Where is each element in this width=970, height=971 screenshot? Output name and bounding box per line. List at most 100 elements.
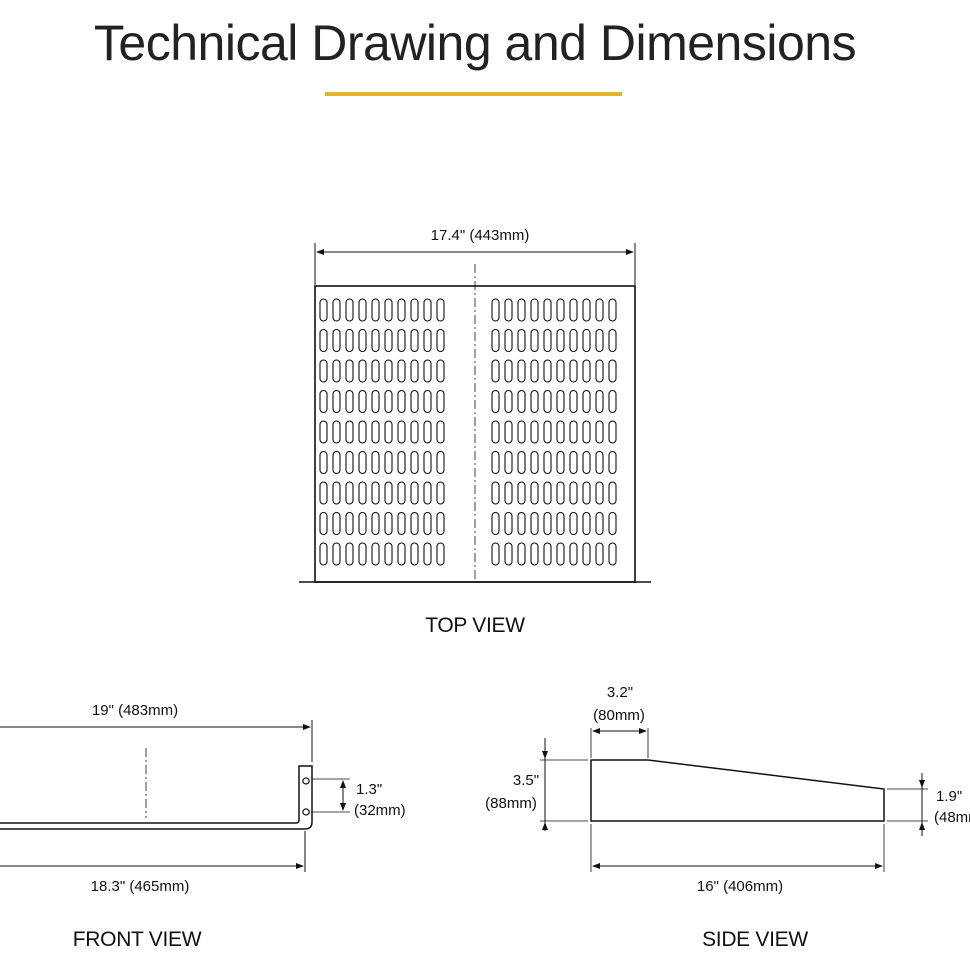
vent-slot — [491, 420, 500, 444]
vent-slot — [319, 450, 328, 475]
vent-slot — [517, 328, 526, 353]
vent-slot — [556, 542, 565, 566]
vent-slot — [371, 420, 380, 444]
vent-slot — [543, 450, 552, 475]
vent-slot — [595, 328, 604, 353]
vent-slot — [436, 511, 445, 536]
vent-slot — [423, 511, 432, 536]
vent-slot — [423, 420, 432, 444]
vent-slot — [345, 511, 354, 536]
vent-slot — [384, 359, 393, 383]
vent-slot — [319, 298, 328, 322]
vent-slot — [491, 542, 500, 566]
vent-slot — [410, 359, 419, 383]
vent-slot — [582, 389, 591, 414]
vent-slot — [332, 328, 341, 353]
vent-slot — [530, 359, 539, 383]
vent-slot — [397, 389, 406, 414]
vent-slot — [358, 359, 367, 383]
vent-slot — [543, 420, 552, 444]
vent-slot — [332, 511, 341, 536]
vent-slot — [504, 481, 513, 505]
vent-slot — [436, 450, 445, 475]
vent-slot — [569, 481, 578, 505]
vent-slot — [371, 542, 380, 566]
vent-slot — [410, 542, 419, 566]
vent-slot — [423, 542, 432, 566]
side-view-label: SIDE VIEW — [702, 928, 808, 951]
vent-slot — [345, 328, 354, 353]
vent-slot — [397, 511, 406, 536]
front-view-hole-spacing-in: 1.3" — [356, 781, 382, 798]
front-view — [0, 720, 350, 872]
vent-slot — [491, 481, 500, 505]
vent-slot — [556, 389, 565, 414]
vent-slot — [582, 359, 591, 383]
vent-slot — [504, 359, 513, 383]
vent-slot — [530, 389, 539, 414]
side-view-rear-height-mm: (48mm) — [934, 809, 970, 826]
vent-slot — [608, 511, 617, 536]
vent-slot — [319, 542, 328, 566]
vent-slot — [595, 542, 604, 566]
vent-slot — [543, 328, 552, 353]
side-view-front-height-mm: (88mm) — [485, 795, 537, 812]
vent-slot — [608, 328, 617, 353]
vent-slot — [556, 328, 565, 353]
vent-slot — [345, 389, 354, 414]
vent-slot — [332, 359, 341, 383]
vent-slot — [582, 542, 591, 566]
vent-slot — [517, 359, 526, 383]
vent-slot — [358, 389, 367, 414]
vent-slot — [530, 298, 539, 322]
vent-slot — [517, 481, 526, 505]
page-title: Technical Drawing and Dimensions — [93, 15, 857, 71]
vent-slot — [371, 328, 380, 353]
vent-slot — [491, 389, 500, 414]
vent-slot — [595, 511, 604, 536]
vent-slot — [371, 511, 380, 536]
vent-slot — [556, 359, 565, 383]
vent-slot — [608, 389, 617, 414]
vent-slot — [410, 511, 419, 536]
vent-slot — [556, 420, 565, 444]
vent-slot — [491, 298, 500, 322]
vent-slot — [345, 542, 354, 566]
top-view — [299, 243, 651, 583]
top-view-width-label: 17.4" (443mm) — [431, 227, 530, 244]
ventilation-slots — [319, 298, 617, 566]
vent-slot — [595, 298, 604, 322]
vent-slot — [556, 511, 565, 536]
vent-slot — [436, 359, 445, 383]
vent-slot — [569, 511, 578, 536]
vent-slot — [410, 481, 419, 505]
vent-slot — [569, 298, 578, 322]
vent-slot — [384, 481, 393, 505]
vent-slot — [384, 298, 393, 322]
side-view-lip-width-in: 3.2" — [607, 684, 633, 701]
side-view-front-height-in: 3.5" — [513, 772, 539, 789]
mount-hole-bottom — [302, 808, 310, 816]
vent-slot — [582, 420, 591, 444]
vent-slot — [332, 298, 341, 322]
vent-slot — [397, 542, 406, 566]
vent-slot — [608, 481, 617, 505]
vent-slot — [569, 359, 578, 383]
vent-slot — [517, 511, 526, 536]
vent-slot — [491, 328, 500, 353]
vent-slot — [384, 542, 393, 566]
vent-slot — [319, 359, 328, 383]
vent-slot — [556, 298, 565, 322]
vent-slot — [423, 389, 432, 414]
vent-slot — [530, 328, 539, 353]
vent-slot — [504, 328, 513, 353]
vent-slot — [384, 389, 393, 414]
vent-slot — [436, 542, 445, 566]
vent-slot — [358, 420, 367, 444]
vent-slot — [436, 481, 445, 505]
vent-slot — [371, 389, 380, 414]
front-view-overall-width: 19" (483mm) — [92, 702, 178, 719]
vent-slot — [371, 298, 380, 322]
vent-slot — [504, 298, 513, 322]
